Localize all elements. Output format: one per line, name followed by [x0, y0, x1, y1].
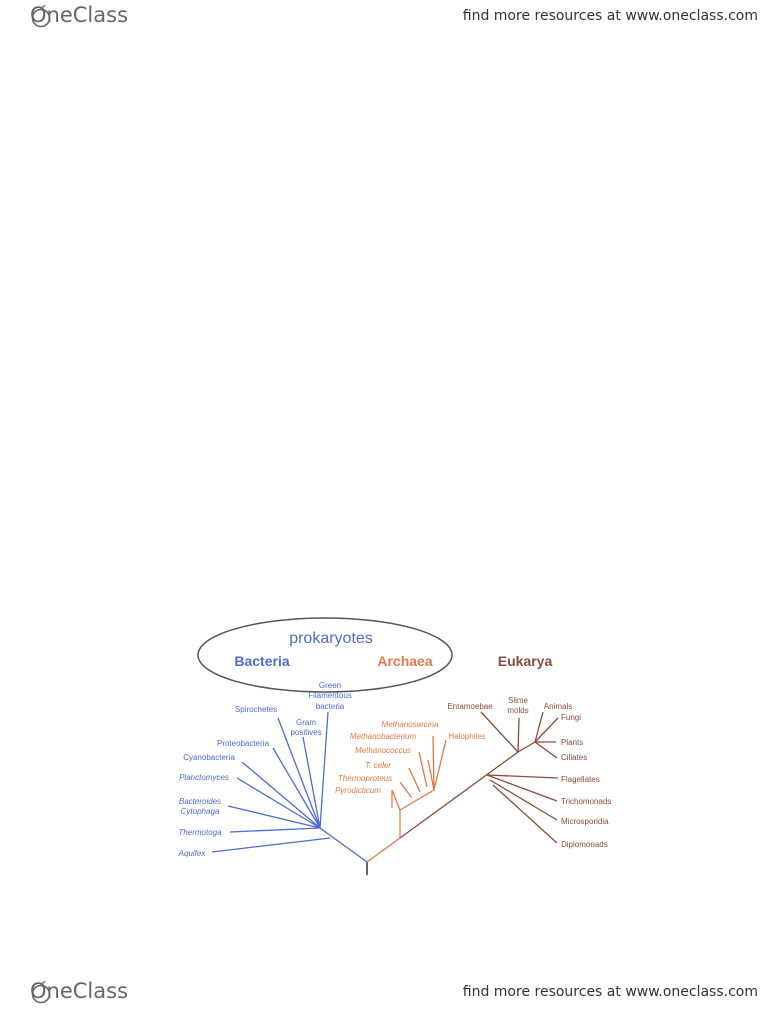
taxon-green-filamentous: Filamentous	[308, 691, 352, 700]
taxon-bacteroides: Bacteroides	[179, 797, 221, 806]
eukarya-branches	[399, 711, 559, 844]
taxon-proteobacteria: Proteobacteria	[217, 739, 270, 748]
taxon-methanosarcina: Methanosarcina	[382, 720, 439, 729]
taxon-cytophaga: Cytophaga	[181, 807, 220, 816]
page-header: OneClass find more resources at www.onec…	[0, 0, 784, 34]
taxon-flagellates: Flagellates	[561, 775, 600, 784]
bacteria-branches	[211, 711, 368, 863]
archaea-domain-label: Archaea	[377, 653, 432, 669]
taxon-methanobacterium: Methanobacterium	[350, 732, 417, 741]
taxon-aquifex: Aquifex	[178, 849, 207, 858]
eukarya-domain-label: Eukarya	[498, 653, 553, 669]
taxon-diplomonads: Diplomonads	[561, 840, 608, 849]
taxon-slime-molds: molds	[507, 706, 528, 715]
taxon-trichomonads: Trichomonads	[561, 797, 611, 806]
taxon-cyanobacteria: Cyanobacteria	[183, 753, 235, 762]
taxon-halophiles: Halophiles	[448, 732, 485, 741]
taxon-microsporidia: Microsporidia	[561, 817, 609, 826]
taxon-spirochetes: Spirochetes	[235, 705, 277, 714]
find-resources-link[interactable]: find more resources at www.oneclass.com	[462, 8, 758, 24]
taxon-methanococcus: Methanococcus	[355, 746, 411, 755]
oneclass-logo-text[interactable]: OneClass	[30, 3, 129, 27]
taxon-gram-positives: Gram	[296, 718, 316, 727]
taxon-t-celer: T. celer	[365, 761, 391, 770]
taxon-planctomyces: Planctomyces	[179, 773, 229, 782]
oneclass-logo-text[interactable]: OneClass	[30, 979, 129, 1003]
taxon-green-filamentous: bacteria	[316, 702, 345, 711]
bacteria-domain-label: Bacteria	[234, 653, 289, 669]
taxon-fungi: Fungi	[561, 713, 581, 722]
archaea-branches	[366, 735, 447, 863]
taxon-gram-positives: positives	[290, 728, 321, 737]
prokaryotes-label: prokaryotes	[289, 630, 373, 647]
taxon-ciliates: Ciliates	[561, 753, 587, 762]
taxon-animals: Animals	[544, 702, 572, 711]
oneclass-logo-icon	[31, 980, 51, 1004]
taxon-pyrodicticum: Pyrodicticum	[335, 786, 381, 795]
taxon-slime-molds: Slime	[508, 696, 529, 705]
find-resources-link[interactable]: find more resources at www.oneclass.com	[462, 984, 758, 1000]
taxon-thermotoga: Thermotoga	[178, 828, 222, 837]
page-footer: OneClass find more resources at www.onec…	[0, 976, 784, 1010]
oneclass-logo-icon	[31, 4, 51, 28]
taxon-green-filamentous: Green	[319, 681, 341, 690]
prokaryotes-oval	[197, 617, 453, 693]
taxon-entamoebae: Entamoebae	[447, 702, 493, 711]
taxon-thermoproteus: Thermoproteus	[338, 774, 392, 783]
taxon-plants: Plants	[561, 738, 583, 747]
